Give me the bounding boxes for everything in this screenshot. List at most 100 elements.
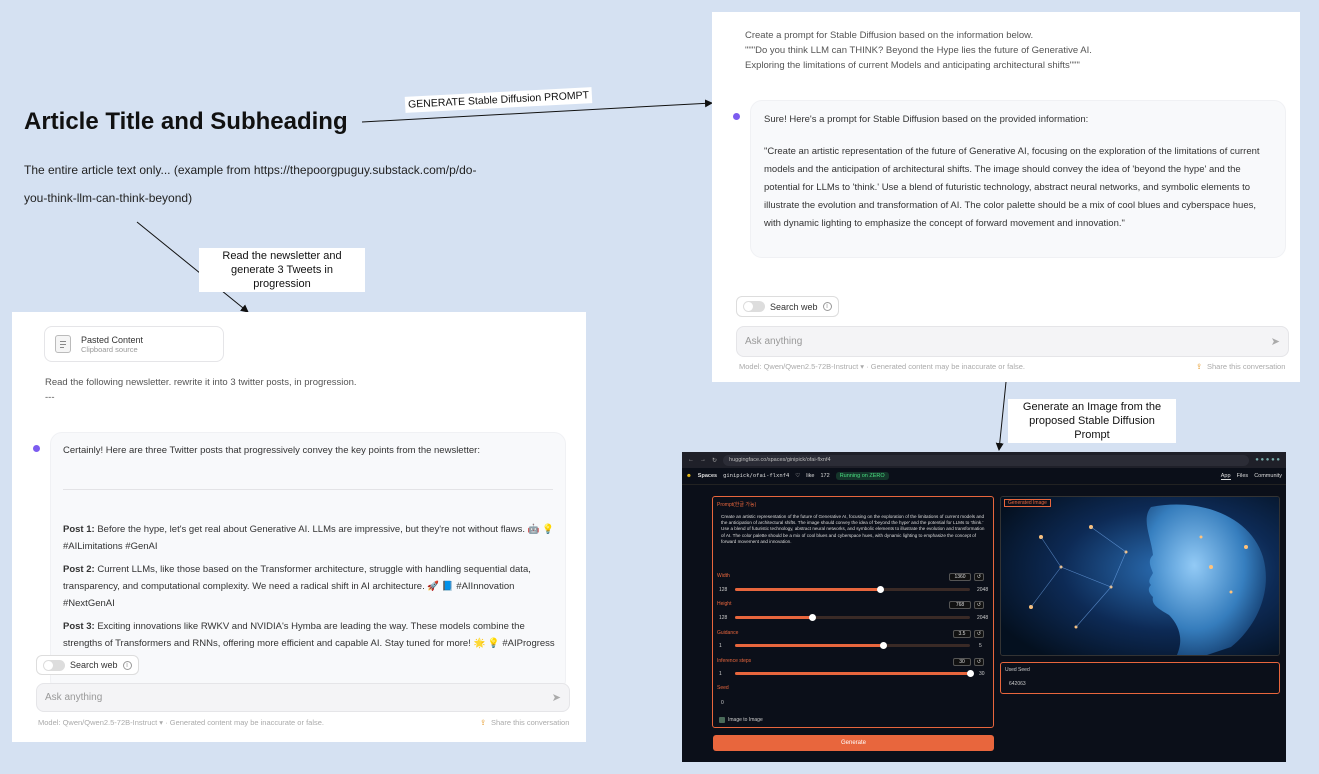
status-badge: Running on ZERO xyxy=(835,472,889,480)
generated-image-label: Generated Image xyxy=(1004,499,1051,507)
steps-slider[interactable] xyxy=(735,670,974,677)
assistant-avatar xyxy=(33,445,40,452)
label-image-line1: Generate an Image from the xyxy=(1022,401,1162,413)
width-reset-icon[interactable]: ↺ xyxy=(974,573,984,581)
back-icon[interactable]: ← xyxy=(688,457,694,463)
info-icon: i xyxy=(122,660,132,670)
article-title: Article Title and Subheading xyxy=(24,108,348,135)
label-read-newsletter: Read the newsletter and generate 3 Tweet… xyxy=(199,248,365,292)
guidance-min: 1 xyxy=(719,643,722,649)
seed-value[interactable]: 0 xyxy=(721,700,724,706)
like-label[interactable]: like xyxy=(806,473,815,479)
steps-max: 30 xyxy=(979,671,985,677)
forward-icon[interactable]: → xyxy=(700,457,706,463)
repo-name[interactable]: ginipick/ofai-flxnf4 xyxy=(723,473,790,479)
reload-icon[interactable]: ↻ xyxy=(712,457,718,464)
seed-label: Seed xyxy=(717,685,729,691)
height-label: Height xyxy=(717,601,732,607)
extensions-icons[interactable]: ● ● ● ● ● xyxy=(1255,457,1280,463)
post-2-text: Current LLMs, like those based on the Tr… xyxy=(63,564,531,609)
like-count: 172 xyxy=(820,473,830,479)
share-link[interactable]: Share this conversation xyxy=(1207,362,1286,371)
user-line-3: Exploring the limitations of current Mod… xyxy=(745,60,1080,71)
settings-card: Prompt(한글 가능) Create an artistic represe… xyxy=(712,496,994,728)
user-line-2: """Do you think LLM can THINK? Beyond th… xyxy=(745,45,1092,56)
assistant-bubble: Sure! Here's a prompt for Stable Diffusi… xyxy=(750,100,1286,258)
search-web-toggle[interactable]: Search web i xyxy=(36,655,139,675)
used-seed-value: 642063 xyxy=(1009,681,1026,687)
pasted-title: Pasted Content xyxy=(81,334,144,345)
img2img-label: Image to Image xyxy=(728,717,763,723)
document-icon xyxy=(55,335,71,353)
steps-label: Inference steps xyxy=(717,658,752,664)
height-min: 128 xyxy=(719,615,728,621)
label-read-line1: Read the newsletter and xyxy=(222,250,342,262)
user-line-1: Create a prompt for Stable Diffusion bas… xyxy=(745,30,1034,41)
share-icon[interactable]: ⇪ xyxy=(480,718,487,727)
width-value[interactable]: 1360 xyxy=(949,573,971,581)
divider xyxy=(63,489,553,490)
search-web-toggle[interactable]: Search web i xyxy=(736,296,839,317)
height-slider[interactable] xyxy=(735,614,970,621)
steps-min: 1 xyxy=(719,671,722,677)
label-generate-prompt: GENERATE Stable Diffusion PROMPT xyxy=(404,87,593,113)
height-reset-icon[interactable]: ↺ xyxy=(974,601,984,609)
img2img-checkbox[interactable] xyxy=(719,717,725,723)
user-message-dashes: --- xyxy=(45,392,55,403)
prompt-chat-panel: Create a prompt for Stable Diffusion bas… xyxy=(712,12,1300,382)
used-seed-label: Used Seed xyxy=(1005,667,1030,673)
tab-app[interactable]: App xyxy=(1220,472,1231,480)
label-image-line2: proposed Stable Diffusion Prompt xyxy=(1029,415,1155,441)
height-max: 2048 xyxy=(977,615,989,621)
post-1-label: Post 1: xyxy=(63,524,95,535)
generated-image xyxy=(1001,497,1279,655)
guidance-value[interactable]: 3.5 xyxy=(953,630,971,638)
guidance-max: 5 xyxy=(979,643,982,649)
assistant-intro: Certainly! Here are three Twitter posts … xyxy=(63,445,480,456)
info-icon: i xyxy=(822,302,832,311)
hf-space-panel: ← → ↻ huggingface.co/spaces/ginipick/ofa… xyxy=(682,452,1286,762)
post-1: Post 1: Before the hype, let's get real … xyxy=(63,521,555,555)
post-2-label: Post 2: xyxy=(63,564,95,575)
send-icon[interactable]: ➤ xyxy=(1270,336,1280,348)
pasted-subtitle: Clipboard source xyxy=(81,344,138,354)
width-slider[interactable] xyxy=(735,586,970,593)
send-icon[interactable]: ➤ xyxy=(551,692,561,704)
height-value[interactable]: 768 xyxy=(949,601,971,609)
tab-community[interactable]: Community xyxy=(1254,473,1282,479)
url-bar[interactable]: huggingface.co/spaces/ginipick/ofai-flxn… xyxy=(723,454,1250,466)
heart-icon[interactable]: ♡ xyxy=(795,473,801,479)
steps-reset-icon[interactable]: ↺ xyxy=(974,658,984,666)
ask-placeholder: Ask anything xyxy=(745,336,803,347)
url-text: huggingface.co/spaces/ginipick/ofai-flxn… xyxy=(729,457,831,463)
spaces-link[interactable]: Spaces xyxy=(697,473,718,479)
reply-prompt: "Create an artistic representation of th… xyxy=(764,146,1260,229)
label-generate-image: Generate an Image from the proposed Stab… xyxy=(1008,399,1176,443)
pasted-content-card[interactable]: Pasted Content Clipboard source xyxy=(44,326,224,362)
generate-button[interactable]: Generate xyxy=(713,735,994,751)
tab-files[interactable]: Files xyxy=(1236,473,1249,479)
prompt-textarea[interactable]: Create an artistic representation of the… xyxy=(721,514,985,544)
share-link[interactable]: Share this conversation xyxy=(491,718,570,727)
post-1-text: Before the hype, let's get real about Ge… xyxy=(63,524,554,552)
ask-input[interactable]: Ask anything ➤ xyxy=(36,683,570,712)
arrow-to-image xyxy=(995,381,1007,451)
steps-value[interactable]: 30 xyxy=(953,658,971,666)
browser-bar: ← → ↻ huggingface.co/spaces/ginipick/ofa… xyxy=(682,452,1286,468)
width-min: 128 xyxy=(719,587,728,593)
space-header: ☻ Spaces ginipick/ofai-flxnf4 ♡ like 172… xyxy=(682,468,1286,485)
used-seed-card: Used Seed 642063 xyxy=(1000,662,1280,694)
share-icon[interactable]: ⇪ xyxy=(1196,362,1203,371)
switch-icon xyxy=(743,301,765,312)
guidance-slider[interactable] xyxy=(735,642,970,649)
model-footer: Model: Qwen/Qwen2.5-72B-Instruct ▾ · Gen… xyxy=(38,718,324,727)
ask-input[interactable]: Ask anything ➤ xyxy=(736,326,1289,357)
width-max: 2048 xyxy=(977,587,989,593)
tweet-posts: Post 1: Before the hype, let's get real … xyxy=(63,521,555,669)
width-label: Width xyxy=(717,573,730,579)
search-web-label: Search web xyxy=(770,301,818,312)
guidance-reset-icon[interactable]: ↺ xyxy=(974,630,984,638)
ask-placeholder: Ask anything xyxy=(45,692,103,703)
post-3-label: Post 3: xyxy=(63,621,95,632)
search-web-label: Search web xyxy=(70,660,118,670)
